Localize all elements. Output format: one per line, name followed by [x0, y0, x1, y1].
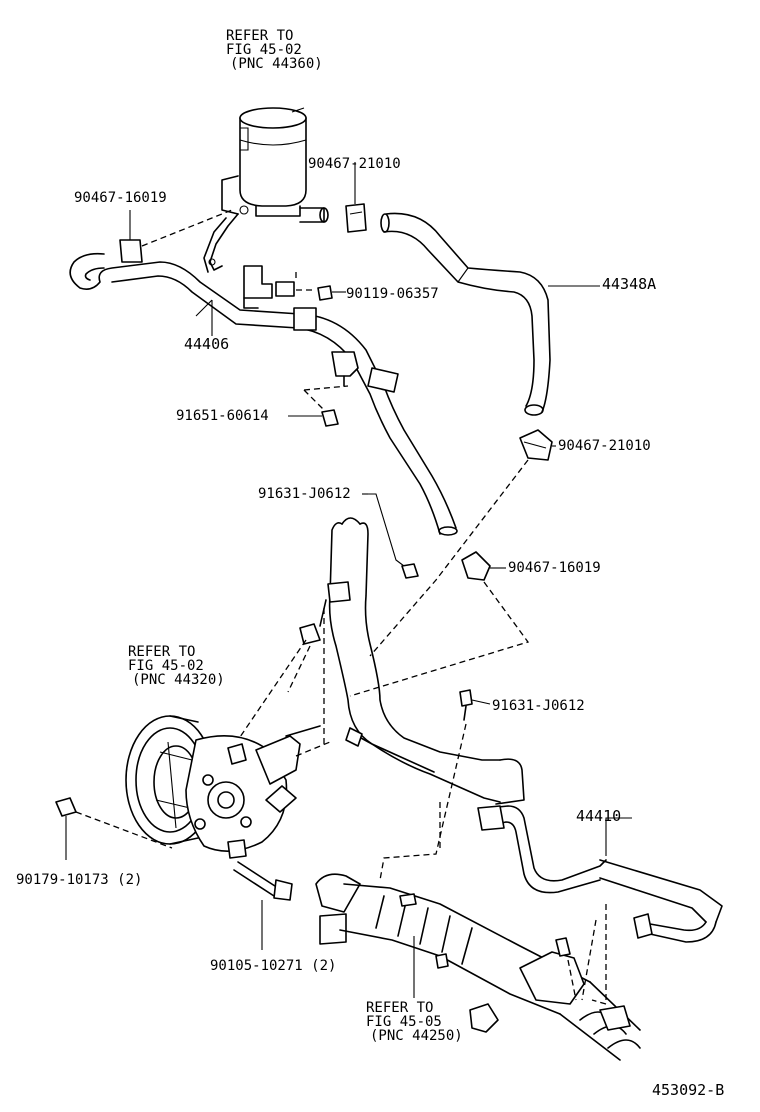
pump-drawing: [125, 715, 363, 859]
diagram-id: 453092-B: [652, 1081, 725, 1099]
part-label-91631-j0612-mid: 91631-J0612: [492, 698, 585, 714]
refer-rack-line1: REFER TO: [366, 1000, 434, 1016]
refer-pump-line3: (PNC 44320): [132, 672, 225, 688]
part-label-90467-16019-mid: 90467-16019: [508, 560, 601, 576]
part-label-91651-60614: 91651-60614: [176, 408, 269, 424]
part-label-90179-10173: 90179-10173 (2): [16, 872, 143, 888]
pressure-hose-44410-drawing: [328, 517, 723, 943]
part-label-90467-21010-top: 90467-21010: [308, 156, 401, 172]
bolt-90105-10271-drawing: [233, 861, 293, 950]
part-label-90119-06357: 90119-06357: [346, 286, 439, 302]
refer-reservoir-line3: (PNC 44360): [230, 56, 323, 72]
hose-44348a-drawing: [380, 212, 600, 416]
refer-reservoir-line2: FIG 45-02: [226, 42, 302, 58]
bolt-91631-j0612-mid-drawing: [379, 689, 491, 881]
refer-pump-line1: REFER TO: [128, 644, 196, 660]
bracket-bolt-90119-06357-drawing: [243, 265, 346, 309]
leader-lines: [195, 299, 368, 495]
part-label-90467-21010-mid: 90467-21010: [558, 438, 651, 454]
bolt-91631-j0612-top-drawing: [203, 493, 419, 791]
refer-rack-line3: (PNC 44250): [370, 1028, 463, 1044]
clip-90467-16019-mid-drawing: [349, 551, 530, 697]
clip-90467-16019-top-drawing: [119, 209, 233, 263]
refer-rack-line2: FIG 45-05: [366, 1014, 442, 1030]
reservoir-drawing: [203, 107, 329, 273]
part-label-44348a: 44348A: [602, 275, 657, 293]
part-label-44406: 44406: [184, 335, 230, 353]
bracket-bolt-91651-60614-drawing: [288, 351, 359, 427]
clip-90467-21010-mid-drawing: [369, 429, 556, 657]
part-label-90467-16019-top: 90467-16019: [74, 190, 167, 206]
nut-90179-10173-drawing: [55, 797, 173, 860]
steering-rack-drawing: [315, 873, 641, 1061]
part-label-44410: 44410: [576, 807, 622, 825]
clip-90467-21010-top-drawing: [345, 162, 367, 233]
refer-reservoir-line1: REFER TO: [226, 28, 294, 44]
part-label-90105-10271: 90105-10271 (2): [210, 958, 337, 974]
part-label-91631-j0612-top: 91631-J0612: [258, 486, 351, 502]
refer-pump-line2: FIG 45-02: [128, 658, 204, 674]
